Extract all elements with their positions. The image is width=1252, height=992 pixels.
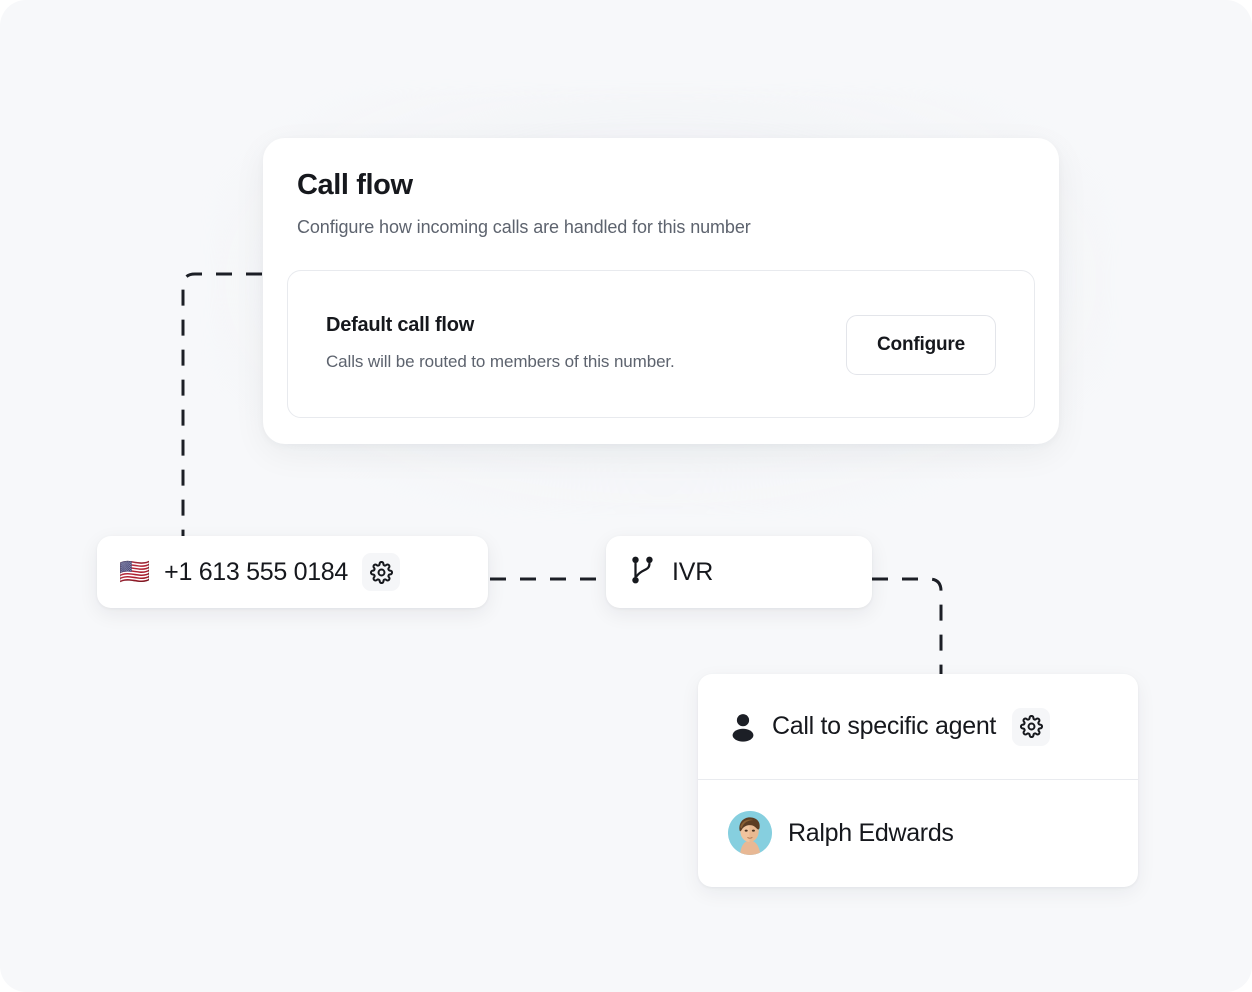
default-call-flow-description: Calls will be routed to members of this … bbox=[326, 352, 675, 371]
default-call-flow-title: Default call flow bbox=[326, 314, 474, 336]
phone-number-label: +1 613 555 0184 bbox=[164, 557, 349, 586]
call-to-specific-agent-label: Call to specific agent bbox=[772, 712, 997, 740]
gear-icon bbox=[369, 560, 393, 584]
default-call-flow-box: Default call flow Calls will be routed t… bbox=[287, 270, 1035, 418]
ivr-node[interactable]: IVR bbox=[606, 536, 872, 608]
us-flag-icon: 🇺🇸 bbox=[119, 557, 151, 586]
agent-card: Call to specific agent bbox=[698, 674, 1138, 887]
avatar bbox=[728, 811, 772, 855]
gear-icon bbox=[1019, 715, 1043, 738]
person-icon bbox=[730, 712, 756, 742]
default-call-flow-text: Default call flow Calls will be routed t… bbox=[326, 314, 1006, 372]
agent-list-item[interactable]: Ralph Edwards bbox=[698, 780, 1138, 886]
ivr-label: IVR bbox=[672, 557, 714, 586]
page-subtitle: Configure how incoming calls are handled… bbox=[297, 216, 751, 237]
call-to-specific-agent-row[interactable]: Call to specific agent bbox=[698, 674, 1138, 780]
connector-ivr-to-agent bbox=[872, 577, 943, 676]
ivr-branch-icon bbox=[630, 555, 656, 590]
phone-number-node[interactable]: 🇺🇸 +1 613 555 0184 bbox=[97, 536, 488, 608]
page-title: Call flow bbox=[297, 169, 413, 201]
phone-settings-button[interactable] bbox=[362, 553, 401, 591]
agent-name: Ralph Edwards bbox=[788, 818, 954, 847]
configure-button[interactable]: Configure bbox=[846, 315, 996, 375]
agent-settings-button[interactable] bbox=[1012, 707, 1051, 746]
